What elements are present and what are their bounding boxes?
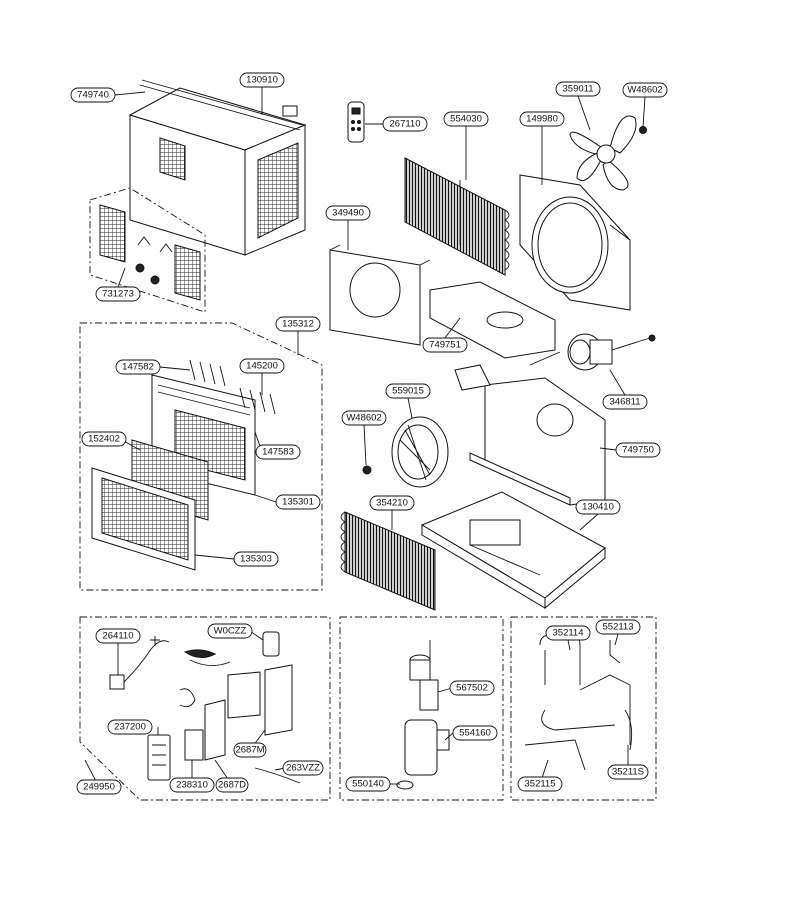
- svg-text:147583: 147583: [262, 447, 294, 458]
- callout-label: 2687M: [233, 742, 267, 758]
- remote-control: [347, 101, 365, 143]
- callout-label: 550140: [345, 776, 391, 792]
- svg-text:2687D: 2687D: [218, 780, 246, 791]
- svg-text:2687M: 2687M: [235, 745, 264, 756]
- svg-text:554030: 554030: [450, 114, 482, 125]
- callout-label: 135301: [275, 494, 321, 510]
- svg-text:359011: 359011: [563, 84, 594, 95]
- blower-wheel: [362, 416, 449, 488]
- svg-text:238310: 238310: [176, 780, 208, 791]
- svg-text:130910: 130910: [246, 75, 278, 86]
- svg-text:W0CZZ: W0CZZ: [214, 626, 247, 637]
- condenser-coil: [404, 157, 510, 276]
- side-curtain-kit: [89, 187, 206, 313]
- svg-text:145200: 145200: [246, 361, 278, 372]
- callout-label: 249950: [76, 779, 122, 795]
- svg-text:147582: 147582: [122, 362, 154, 373]
- svg-text:346811: 346811: [610, 397, 641, 408]
- svg-text:249950: 249950: [83, 782, 115, 793]
- svg-text:749751: 749751: [429, 340, 461, 351]
- section-frames: [79, 322, 657, 801]
- svg-text:349490: 349490: [332, 208, 364, 219]
- svg-text:267110: 267110: [390, 119, 421, 130]
- callout-label: 731273: [95, 286, 141, 302]
- callout-label: 559015: [385, 383, 431, 399]
- evaporator-coil: [340, 511, 436, 611]
- callout-label: 749750: [615, 442, 661, 458]
- callout-label: 135312: [275, 316, 321, 332]
- svg-text:152402: 152402: [88, 434, 120, 445]
- callout-label: 352114: [545, 625, 591, 641]
- svg-text:552113: 552113: [603, 622, 634, 633]
- callout-label: 149980: [519, 111, 565, 127]
- callout-label: 552113: [595, 619, 641, 635]
- svg-text:550140: 550140: [352, 779, 384, 790]
- cabinet-housing: [128, 79, 307, 256]
- refrigerant-tubing: [524, 634, 633, 771]
- callout-label: W48602: [341, 410, 387, 426]
- callout-label: 352115: [517, 776, 563, 792]
- callout-label: 35211S: [607, 764, 649, 780]
- callout-label: 554160: [452, 725, 498, 741]
- callout-label: W48602: [622, 82, 668, 98]
- callout-label: 359011: [555, 81, 601, 97]
- svg-text:749740: 749740: [77, 90, 109, 101]
- base-pan: [420, 491, 606, 610]
- svg-text:135312: 135312: [282, 319, 314, 330]
- front-panel: [91, 467, 196, 571]
- callout-label: 130910: [239, 72, 285, 88]
- callout-label: 147583: [255, 444, 301, 460]
- svg-text:559015: 559015: [392, 386, 424, 397]
- callout-label: 567502: [449, 680, 495, 696]
- svg-text:749750: 749750: [622, 445, 654, 456]
- svg-text:354210: 354210: [376, 498, 408, 509]
- callout-label: 267110: [382, 116, 428, 132]
- scroll-housing: [454, 364, 606, 506]
- callout-label: 135303: [233, 551, 279, 567]
- callout-label: 145200: [239, 358, 285, 374]
- svg-text:149980: 149980: [526, 114, 558, 125]
- callout-label: 263VZZ: [282, 760, 324, 776]
- svg-text:35211S: 35211S: [612, 767, 644, 778]
- svg-text:352115: 352115: [525, 779, 556, 790]
- svg-text:237200: 237200: [114, 722, 146, 733]
- electrical-parts: [109, 631, 301, 784]
- drain-tray: [429, 281, 556, 359]
- svg-text:135301: 135301: [282, 497, 314, 508]
- callout-label: 237200: [107, 719, 153, 735]
- svg-text:W48602: W48602: [346, 413, 381, 424]
- svg-text:135303: 135303: [240, 554, 272, 565]
- svg-text:731273: 731273: [102, 289, 134, 300]
- orifice-barrier: [329, 244, 431, 346]
- svg-text:264110: 264110: [103, 631, 134, 642]
- callout-label: 264110: [95, 628, 141, 644]
- callout-label: 354210: [369, 495, 415, 511]
- callout-label: 147582: [115, 359, 161, 375]
- svg-text:567502: 567502: [456, 683, 488, 694]
- svg-text:W48602: W48602: [627, 85, 662, 96]
- svg-text:352114: 352114: [553, 628, 584, 639]
- compressor-assembly: [396, 640, 450, 790]
- callout-label: 749740: [70, 87, 116, 103]
- callout-label: W0CZZ: [207, 623, 253, 639]
- callout-label: 346811: [602, 394, 648, 410]
- callout-label: 554030: [443, 111, 489, 127]
- callout-label: 130410: [575, 499, 621, 515]
- callout-label: 749751: [422, 337, 468, 353]
- callout-label: 238310: [169, 777, 215, 793]
- svg-text:554160: 554160: [459, 728, 491, 739]
- svg-text:263VZZ: 263VZZ: [286, 763, 320, 774]
- fan-motor: [529, 333, 656, 371]
- leader-lines: [84, 87, 646, 788]
- svg-text:130410: 130410: [582, 502, 614, 513]
- callout-label: 2687D: [215, 777, 249, 793]
- callout-label: 349490: [325, 205, 371, 221]
- callout-label: 152402: [81, 431, 127, 447]
- fan-shroud: [519, 174, 631, 311]
- fan-blade: [569, 115, 647, 191]
